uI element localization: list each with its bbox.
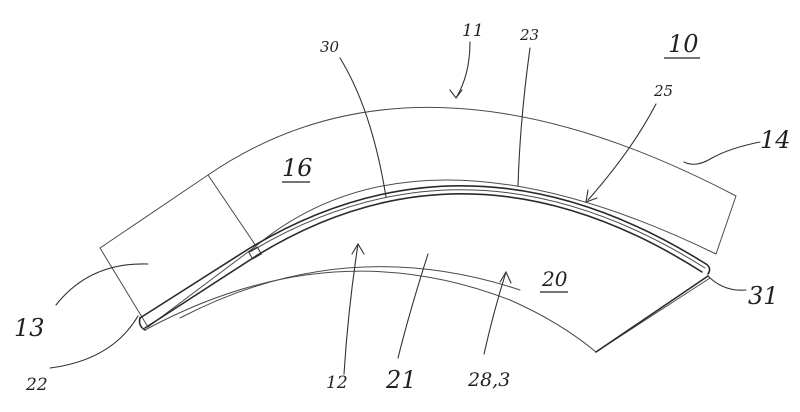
- leader-28: [483, 271, 507, 355]
- ref-28-3: 28,3: [467, 369, 510, 391]
- leader-12: [343, 243, 359, 375]
- leader-31: [707, 275, 747, 291]
- ref-21: 21: [385, 366, 417, 394]
- ref-10: 10: [668, 30, 699, 58]
- lower-part-outline: [144, 270, 711, 353]
- seal-strip-band: [249, 189, 706, 269]
- lower-part-right-edge: [595, 275, 709, 353]
- leader-25-head: [585, 189, 598, 203]
- segment-divider: [207, 174, 257, 247]
- ref-14: 14: [760, 126, 791, 154]
- leader-30: [339, 57, 387, 198]
- leader-21: [397, 253, 429, 359]
- ref-30: 30: [320, 38, 340, 56]
- upper-part-outline: [99, 106, 737, 328]
- ref-22: 22: [25, 375, 48, 395]
- ref-23: 23: [519, 26, 539, 44]
- strip-end-right: [705, 263, 711, 275]
- strip-end-left: [138, 317, 146, 331]
- leader-22: [49, 315, 139, 369]
- ref-11: 11: [462, 21, 484, 41]
- leader-11-head: [449, 89, 463, 99]
- seal-strip-inner: [144, 192, 703, 329]
- ref-25: 25: [653, 82, 673, 100]
- leader-28-head: [499, 270, 512, 284]
- ref-12: 12: [326, 373, 348, 393]
- ref-31: 31: [748, 282, 779, 310]
- leader-25: [587, 103, 657, 201]
- leader-23: [517, 47, 531, 187]
- leader-11: [455, 41, 471, 99]
- strip-joint: [247, 246, 263, 260]
- leader-14: [683, 141, 761, 165]
- seal-strip-outer: [139, 184, 707, 319]
- ref-20: 20: [541, 267, 568, 291]
- leader-13: [55, 263, 149, 306]
- leader-12-head: [351, 242, 365, 255]
- ref-13: 13: [14, 314, 45, 342]
- lower-part-edge: [179, 266, 521, 319]
- ref-16: 16: [282, 154, 313, 182]
